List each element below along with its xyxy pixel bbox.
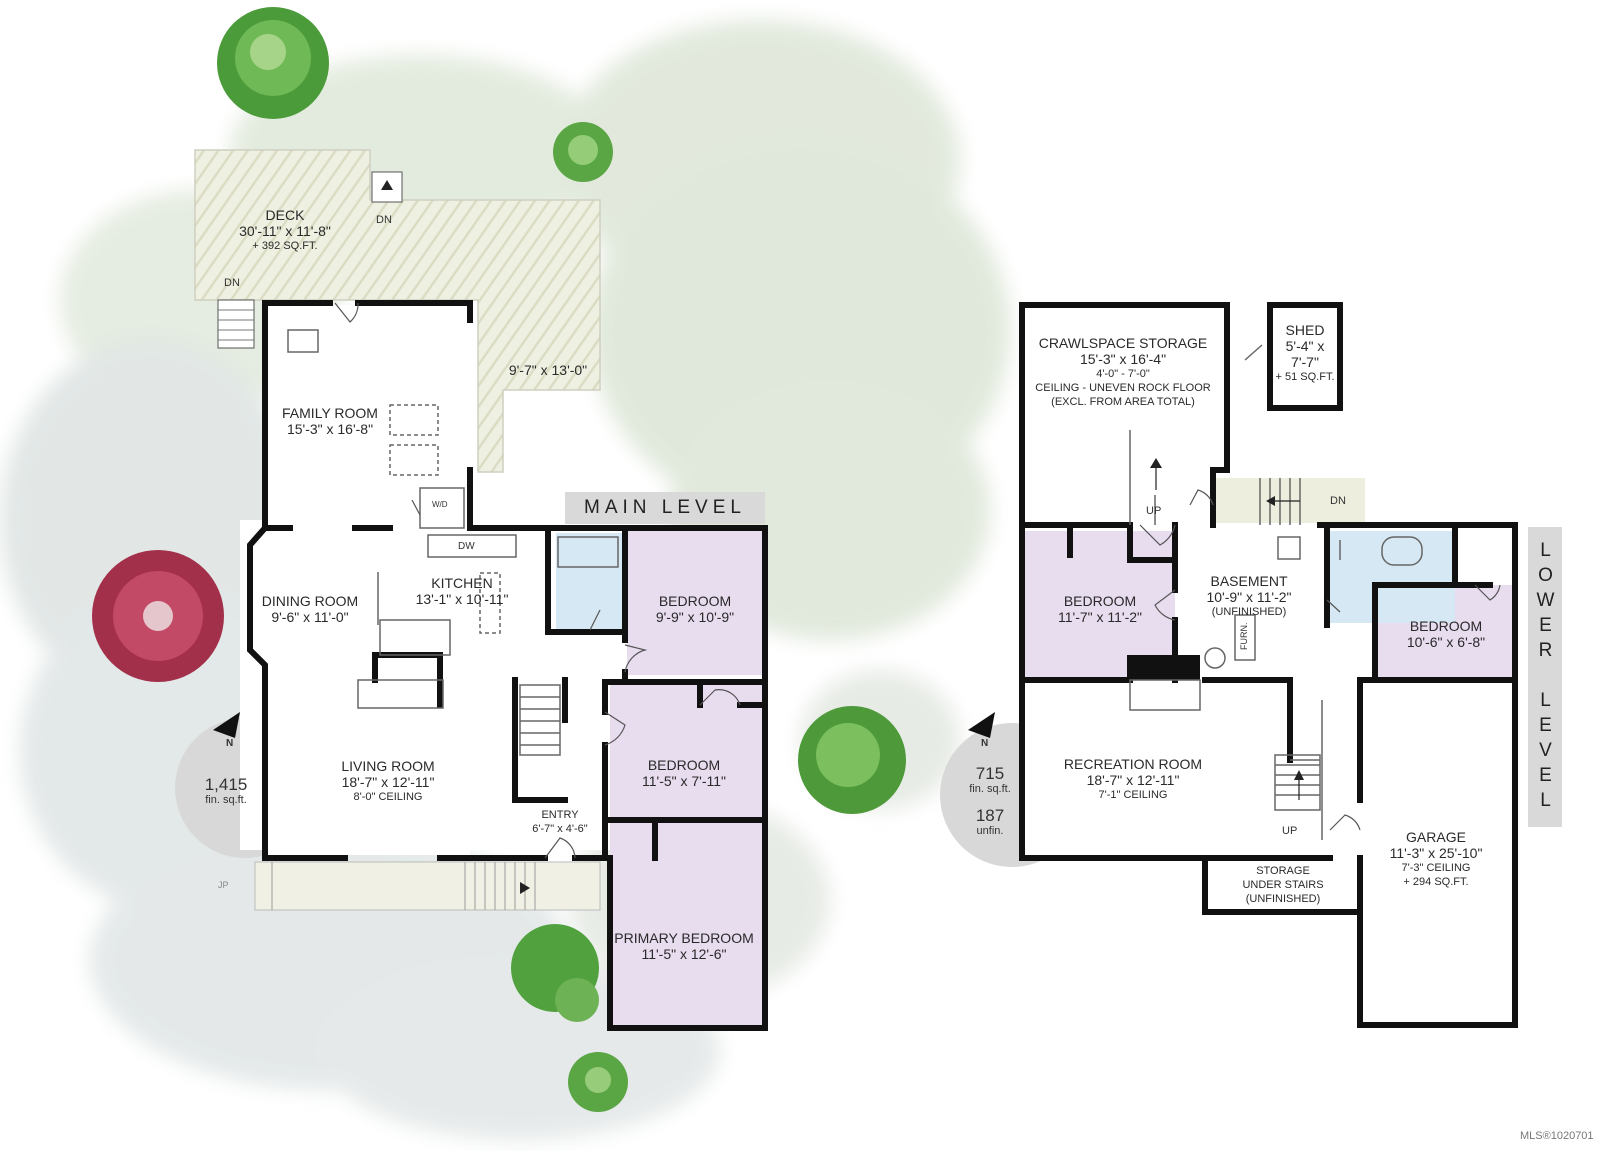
- main-area-readout: 1,415 fin. sq.ft.: [204, 775, 248, 806]
- dn-lower-label: DN: [1330, 495, 1346, 507]
- tree-right-icon: [798, 706, 906, 814]
- entry-label: ENTRY 6'-7" x 4'-6": [532, 809, 588, 835]
- main-bedroom-1-label: BEDROOM 9'-9" x 10'-9": [655, 593, 735, 625]
- lower-bedroom-2-label: BEDROOM 10'-6" x 6'-8": [1406, 618, 1486, 650]
- main-bedroom-2-label: BEDROOM 11'-5" x 7'-11": [641, 757, 727, 789]
- wd-label: W/D: [432, 500, 448, 509]
- deck-ext-label: 9'-7" x 13'-0": [508, 362, 588, 378]
- tree-red-icon: [92, 550, 224, 682]
- main-bath-fill: [556, 533, 624, 633]
- up-crawl-label: UP: [1146, 505, 1162, 517]
- furn-label: FURN.: [1239, 622, 1249, 651]
- primary-bedroom-label: PRIMARY BEDROOM 11'-5" x 12'-6": [614, 930, 754, 962]
- shed-label: SHED 5'-4" x 7'-7" + 51 SQ.FT.: [1275, 322, 1335, 383]
- up-rec-label: UP: [1282, 825, 1298, 837]
- north-label: N: [226, 738, 234, 749]
- lower-level-plan: [1019, 302, 1518, 1028]
- tree-small-icon: [553, 122, 613, 182]
- family-room-label: FAMILY ROOM 15'-3" x 16'-8": [282, 405, 378, 437]
- basement-label: BASEMENT 10'-9" x 11'-2" (UNFINISHED): [1206, 573, 1292, 618]
- mls-label: MLS®1020701: [1520, 1130, 1594, 1142]
- main-primary-fill: [610, 820, 763, 1028]
- dn-deck-label: DN: [224, 277, 240, 289]
- dining-room-label: DINING ROOM 9'-6" x 11'-0": [261, 593, 359, 625]
- main-bedroom-1-fill: [627, 530, 763, 675]
- main-level-banner: MAIN LEVEL: [565, 492, 765, 524]
- storage-label: STORAGE UNDER STAIRS (UNFINISHED): [1242, 865, 1324, 905]
- dw-label: DW: [458, 541, 475, 552]
- north-arrow-lower-icon: [968, 712, 995, 738]
- north-arrow-icon: [213, 712, 240, 738]
- deck-arrow-icon: [381, 180, 393, 190]
- tree-top-icon: [217, 7, 329, 119]
- lower-bath-fill: [1327, 531, 1455, 623]
- recreation-room-label: RECREATION ROOM 18'-7" x 12'-11" 7'-1" C…: [1063, 756, 1203, 801]
- lower-unfin-area-readout: 187 unfin.: [975, 806, 1005, 837]
- tree-bottom-icon: [511, 924, 628, 1112]
- dn-deck-label-2: DN: [376, 214, 392, 226]
- garage-label: GARAGE 11'-3" x 25'-10" 7'-3" CEILING + …: [1389, 829, 1483, 888]
- crawlspace-label: CRAWLSPACE STORAGE 15'-3" x 16'-4" 4'-0"…: [1035, 335, 1211, 408]
- kitchen-label: KITCHEN 13'-1" x 10'-11": [415, 575, 509, 607]
- lower-bedroom-1-label: BEDROOM 11'-7" x 11'-2": [1057, 593, 1143, 625]
- jp-label: JP: [218, 880, 229, 890]
- living-room-label: LIVING ROOM 18'-7" x 12'-11" 8'-0" CEILI…: [341, 758, 435, 803]
- lower-bedroom-1-fill: [1025, 531, 1175, 679]
- lower-fin-area-readout: 715 fin. sq.ft.: [969, 764, 1011, 795]
- main-level-plan: [194, 149, 768, 1031]
- north-lower-label: N: [981, 738, 989, 749]
- lower-level-banner: LOWER LEVEL: [1528, 527, 1562, 827]
- deck-label: DECK 30'-11" x 11'-8" + 392 SQ.FT.: [239, 207, 331, 252]
